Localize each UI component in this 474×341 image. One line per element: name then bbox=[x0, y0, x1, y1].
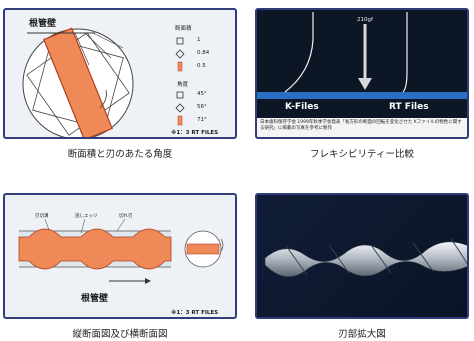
blade-caption: 刃部拡大図 bbox=[338, 329, 386, 340]
blade-twist-line bbox=[412, 242, 434, 272]
weight-label: 210gf bbox=[357, 17, 373, 23]
cross-section-diagram bbox=[22, 27, 185, 137]
right-arrow-icon bbox=[145, 278, 151, 284]
file-body bbox=[18, 228, 172, 270]
leader-line bbox=[44, 218, 50, 231]
rotation-arrow bbox=[220, 238, 224, 252]
flexibility-diagram bbox=[257, 12, 467, 137]
blade-twist-line bbox=[286, 246, 308, 276]
ratio-note: ※1：3 RT FILES bbox=[171, 310, 219, 316]
rt-file-curve bbox=[402, 12, 408, 93]
angle-value: 71° bbox=[197, 117, 207, 123]
leader-line bbox=[80, 218, 86, 234]
root-canal-wall-title: 根管壁 bbox=[29, 19, 57, 29]
k-files-label: K-Files bbox=[285, 102, 319, 112]
blade-twist-line bbox=[450, 238, 467, 265]
ratio-note: ※1：3 RT FILES bbox=[171, 130, 219, 136]
diamond-icon bbox=[175, 49, 185, 59]
area-value: 0.84 bbox=[197, 50, 210, 56]
blue-band bbox=[257, 92, 467, 99]
longitudinal-diagram bbox=[18, 218, 224, 284]
cross-section-panel: 根管壁 断面積 1 0.84 0.5 角度 45° 56° 71° ※1：3 R… bbox=[3, 8, 237, 139]
cutting-edge-label: 切れ刃 bbox=[119, 214, 133, 219]
blade-twist-line bbox=[370, 244, 392, 274]
rectangle-icon bbox=[177, 61, 183, 72]
angle-heading: 角度 bbox=[177, 82, 189, 88]
area-value: 1 bbox=[197, 37, 201, 43]
longitudinal-caption: 縦断面図及び横断面図 bbox=[72, 329, 168, 340]
angle-value: 45° bbox=[197, 91, 207, 97]
twisted-blade bbox=[264, 241, 467, 278]
relief-edge-label: 逃しエッジ bbox=[75, 214, 98, 219]
square-icon bbox=[176, 37, 184, 45]
rectangle-section bbox=[43, 27, 113, 137]
cross-section-caption: 断面積と刃のあたる角度 bbox=[67, 149, 173, 160]
blade-image bbox=[264, 238, 467, 278]
area-value: 0.5 bbox=[197, 63, 206, 69]
rectangle-icon bbox=[177, 115, 183, 126]
source-box bbox=[257, 118, 467, 137]
angle-line bbox=[84, 32, 112, 59]
square-icon bbox=[176, 91, 184, 99]
leader-line bbox=[116, 218, 126, 232]
rotation-arrow bbox=[99, 89, 107, 109]
flexibility-caption: フレキシビリティー比較 bbox=[310, 149, 414, 160]
angle-line bbox=[74, 32, 90, 66]
angle-value: 56° bbox=[197, 104, 207, 110]
square-section-outline bbox=[32, 38, 124, 130]
angle-line bbox=[92, 32, 124, 49]
source-text: 日本歯科保存学会 1999年秋季学会発表「長方形の断面の回転を変化させた Kファ… bbox=[260, 120, 462, 131]
flexibility-panel: 210gf K-Files RT Files 日本歯科保存学会 1999年秋季学… bbox=[255, 8, 469, 139]
k-file-curve bbox=[284, 12, 314, 93]
groove-label: 刃切溝 bbox=[35, 214, 49, 219]
rt-files-label: RT Files bbox=[389, 102, 429, 112]
diamond-section-outline bbox=[26, 32, 130, 136]
root-canal-wall-title: 根管壁 bbox=[81, 294, 109, 304]
diamond-icon bbox=[175, 103, 185, 113]
cross-section-rectangle bbox=[186, 243, 220, 255]
longitudinal-panel: 刃切溝 逃しエッジ 切れ刃 根管壁 ※1：3 RT FILES bbox=[3, 193, 237, 319]
area-heading: 断面積 bbox=[175, 26, 192, 32]
blade-panel bbox=[255, 193, 469, 319]
blade-twist-line bbox=[328, 244, 350, 274]
down-arrow-icon bbox=[358, 78, 372, 90]
